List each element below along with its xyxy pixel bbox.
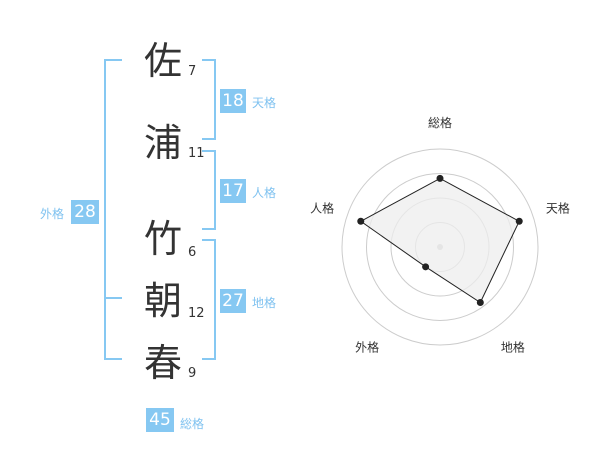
radar-point-2: [515, 217, 523, 225]
stroke-count-4: 12: [188, 306, 205, 321]
chikaku-badge: 27: [220, 289, 246, 313]
radar-point-5: [357, 217, 365, 225]
radar-point-1: [436, 174, 444, 182]
gaikaku-bracket: [104, 59, 122, 360]
radar-points-layer: [357, 174, 523, 306]
tenkaku-bracket: [202, 59, 216, 140]
radar-ring-4: [341, 148, 539, 346]
stroke-count-2: 11: [188, 146, 205, 161]
gaikaku-badge: 28: [71, 200, 99, 224]
soukaku-label: 総格: [180, 417, 205, 431]
stroke-count-1: 7: [188, 64, 197, 79]
jinkaku-label: 人格: [252, 186, 277, 200]
soukaku-badge: 45: [146, 408, 174, 432]
gaikaku-divider: [104, 297, 122, 299]
jinkaku-bracket: [202, 150, 216, 230]
radar-axis-label-5: 人格: [310, 201, 334, 216]
stroke-count-3: 6: [188, 245, 197, 260]
tenkaku-label: 天格: [252, 96, 277, 110]
radar-axis-label-3: 地格: [501, 339, 525, 354]
chikaku-bracket: [202, 239, 216, 360]
name-char-3: 竹: [143, 217, 182, 261]
name-char-2: 浦: [143, 121, 182, 165]
chikaku-label: 地格: [252, 296, 277, 310]
radar-axis-label-2: 天格: [546, 201, 570, 216]
jinkaku-badge: 17: [220, 179, 246, 203]
radar-axis-label-1: 総格: [428, 115, 452, 130]
radar-point-3: [476, 298, 484, 306]
radar-polygon-layer: [359, 177, 520, 304]
name-char-1: 佐: [143, 39, 182, 83]
name-char-4: 朝: [143, 279, 182, 323]
stroke-count-5: 9: [188, 366, 197, 381]
radar-polygon: [359, 177, 520, 304]
gaikaku-label: 外格: [40, 207, 65, 221]
radar-ring-3: [366, 173, 514, 321]
radar-point-4: [422, 263, 430, 271]
tenkaku-badge: 18: [220, 89, 246, 113]
radar-axis-label-4: 外格: [355, 339, 379, 354]
name-char-5: 春: [143, 341, 182, 385]
